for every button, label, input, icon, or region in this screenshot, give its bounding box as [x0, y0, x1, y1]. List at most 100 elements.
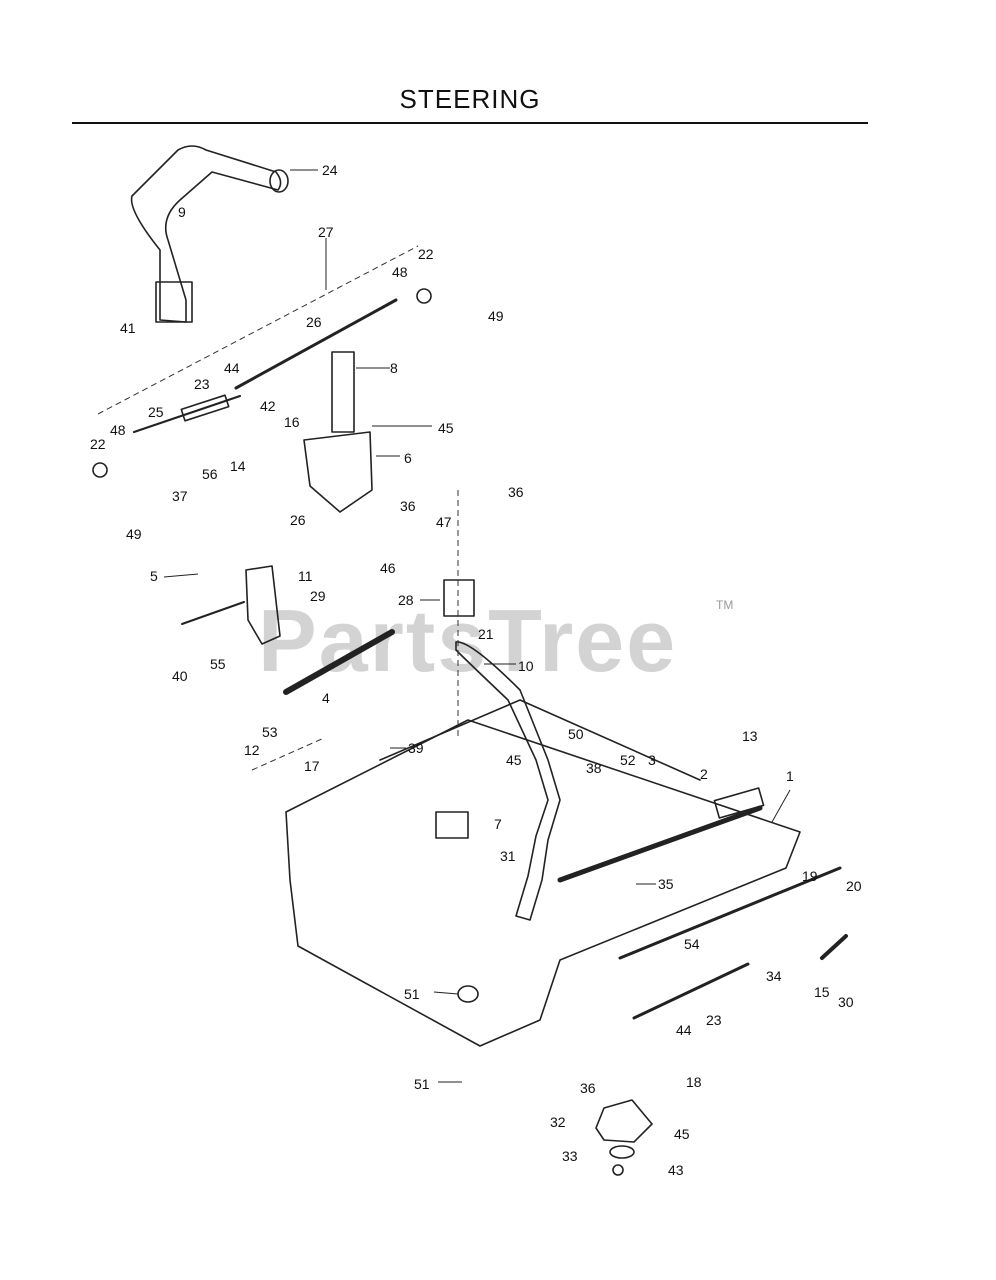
guide-line-17: [251, 737, 325, 771]
washer-33: [609, 1145, 635, 1159]
callout-21: 21: [478, 626, 494, 642]
pivot-bracket: [303, 431, 373, 513]
bracket-28: [443, 579, 475, 617]
callout-16: 16: [284, 414, 300, 430]
callout-28: 28: [398, 592, 414, 608]
callout-56: 56: [202, 466, 218, 482]
callout-52: 52: [620, 752, 636, 768]
callout-25: 25: [148, 404, 164, 420]
callout-44: 44: [676, 1022, 692, 1038]
control-arm: [245, 565, 281, 645]
callout-30: 30: [838, 994, 854, 1010]
callout-19: 19: [802, 868, 818, 884]
control-shaft: [283, 629, 395, 695]
steering-handle: [130, 145, 282, 323]
callout-36: 36: [400, 498, 416, 514]
motion-lever: [455, 641, 561, 921]
rear-cross-tube: [618, 866, 842, 960]
callout-1: 1: [786, 768, 794, 784]
callout-36: 36: [508, 484, 524, 500]
watermark: PartsTree: [258, 591, 678, 690]
pivot-bolt: [181, 601, 245, 625]
callout-45: 45: [674, 1126, 690, 1142]
callout-10: 10: [518, 658, 534, 674]
callout-22: 22: [418, 246, 434, 262]
callout-46: 46: [380, 560, 396, 576]
callout-33: 33: [562, 1148, 578, 1164]
bumper-30: [457, 985, 479, 1003]
handle-mount-block: [155, 281, 193, 323]
callout-31: 31: [500, 848, 516, 864]
callout-27: 27: [318, 224, 334, 240]
callout-23: 23: [194, 376, 210, 392]
callout-20: 20: [846, 878, 862, 894]
callout-41: 41: [120, 320, 136, 336]
callout-8: 8: [390, 360, 398, 376]
callout-40: 40: [172, 668, 188, 684]
rod-sleeve: [180, 394, 230, 422]
callout-23: 23: [706, 1012, 722, 1028]
callout-45: 45: [506, 752, 522, 768]
trademark-mark: TM: [716, 598, 734, 612]
adjust-plate: [331, 351, 355, 433]
callout-44: 44: [224, 360, 240, 376]
isolator-mount: [595, 1099, 653, 1143]
page-title: STEERING: [399, 84, 541, 114]
callout-11: 11: [298, 568, 313, 584]
callout-54: 54: [684, 936, 700, 952]
callout-50: 50: [568, 726, 584, 742]
callout-47: 47: [436, 514, 452, 530]
callout-26: 26: [306, 314, 322, 330]
callout-48: 48: [392, 264, 408, 280]
callout-24: 24: [322, 162, 338, 178]
callout-51: 51: [404, 986, 420, 1002]
callout-7: 7: [494, 816, 502, 832]
ball-joint-upper: [416, 288, 432, 304]
callout-13: 13: [742, 728, 758, 744]
callout-37: 37: [172, 488, 188, 504]
callout-39: 39: [408, 740, 424, 756]
chassis-frame: [285, 719, 801, 1047]
callout-55: 55: [210, 656, 226, 672]
callout-3: 3: [648, 752, 656, 768]
callout-49: 49: [488, 308, 504, 324]
callout-32: 32: [550, 1114, 566, 1130]
link-rod-18: [632, 962, 750, 1020]
plate-13: [713, 787, 765, 819]
callout-45: 45: [438, 420, 454, 436]
callout-2: 2: [700, 766, 708, 782]
callout-49: 49: [126, 526, 142, 542]
callout-51: 51: [414, 1076, 430, 1092]
guide-line-27: [97, 245, 419, 415]
callout-4: 4: [322, 690, 330, 706]
frame-rail: [379, 699, 701, 781]
title-rule: [72, 122, 868, 124]
callout-29: 29: [310, 588, 326, 604]
callout-6: 6: [404, 450, 412, 466]
callout-35: 35: [658, 876, 674, 892]
callout-12: 12: [244, 742, 260, 758]
callout-5: 5: [150, 568, 158, 584]
callout-15: 15: [814, 984, 830, 1000]
callout-48: 48: [110, 422, 126, 438]
switch-block: [435, 811, 469, 839]
handle-grip-end: [269, 169, 289, 193]
callout-43: 43: [668, 1162, 684, 1178]
callout-42: 42: [260, 398, 276, 414]
cross-member: [557, 805, 763, 883]
callout-18: 18: [686, 1074, 702, 1090]
callout-17: 17: [304, 758, 320, 774]
callout-22: 22: [90, 436, 106, 452]
callout-26: 26: [290, 512, 306, 528]
damper-rod: [234, 298, 398, 390]
nut-43: [612, 1164, 624, 1176]
ball-joint-left: [92, 462, 108, 478]
callout-34: 34: [766, 968, 782, 984]
spring-15: [820, 934, 848, 960]
callout-14: 14: [230, 458, 246, 474]
callout-53: 53: [262, 724, 278, 740]
callout-36: 36: [580, 1080, 596, 1096]
callout-38: 38: [586, 760, 602, 776]
callout-9: 9: [178, 204, 186, 220]
